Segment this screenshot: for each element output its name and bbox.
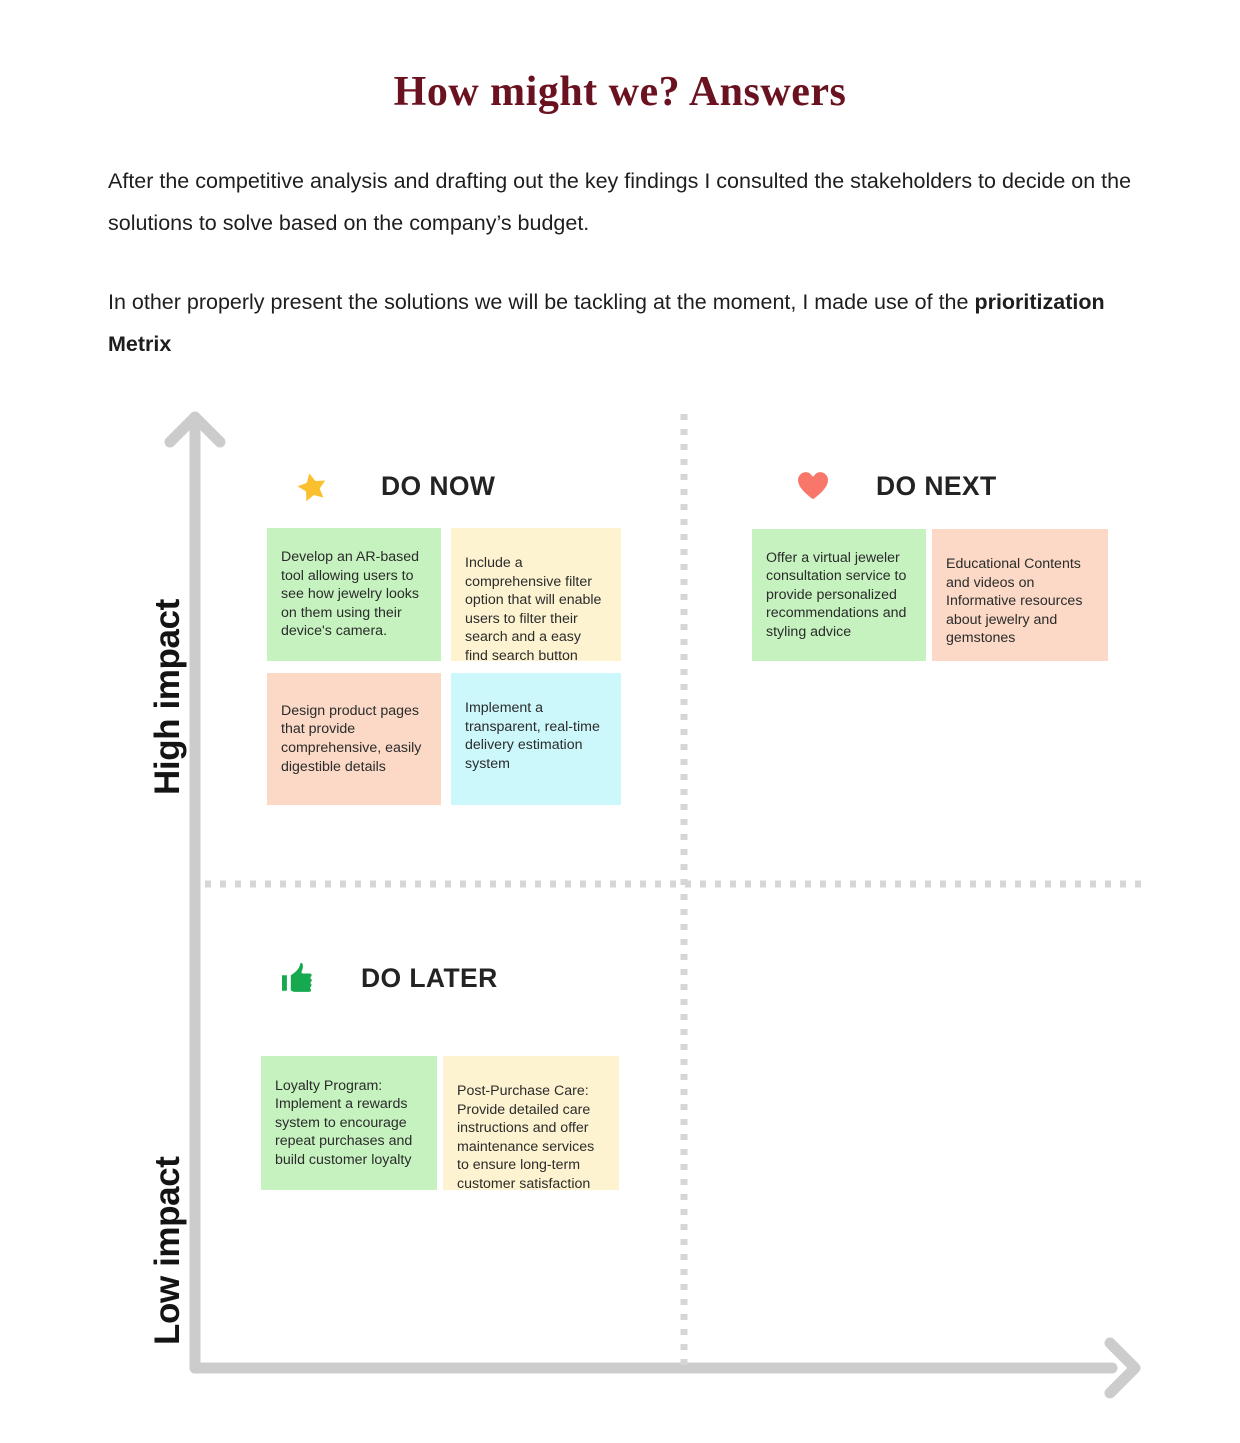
page-title: How might we? Answers: [393, 69, 847, 115]
sticky-card-product-pages[interactable]: Design product pages that provide compre…: [267, 673, 441, 805]
sticky-card-post-purchase-care[interactable]: Post-Purchase Care: Provide detailed car…: [443, 1056, 619, 1192]
sticky-card-text: Loyalty Program: Implement a rewards sys…: [275, 1077, 413, 1168]
sticky-card-text: Post-Purchase Care: Provide detailed car…: [457, 1083, 595, 1192]
quadrant-title-do-next: DO NEXT: [876, 470, 997, 501]
sticky-card-filter-option[interactable]: Include a comprehensive filter option th…: [451, 528, 621, 664]
sticky-card-delivery-estimation[interactable]: Implement a transparent, real-time deliv…: [451, 673, 621, 805]
quadrant-heading-do-next: DO NEXT: [793, 466, 997, 506]
quadrant-heading-do-later: DO LATER: [277, 958, 498, 998]
sticky-card-text: Develop an AR-based tool allowing users …: [281, 549, 420, 640]
intro-paragraph-2: In other properly present the solutions …: [108, 281, 1148, 365]
quadrant-title-do-now: DO NOW: [381, 470, 496, 501]
sticky-card-ar-tool[interactable]: Develop an AR-based tool allowing users …: [267, 528, 441, 661]
intro-paragraph-2-lead: In other properly present the solutions …: [108, 290, 975, 314]
y-axis-label-high-impact: High impact: [148, 599, 187, 795]
x-axis-arrow: [189, 1337, 1141, 1399]
intro-block: After the competitive analysis and draft…: [108, 160, 1148, 365]
sticky-card-text: Educational Contents and videos on Infor…: [946, 556, 1083, 647]
quadrant-heading-do-now: DO NOW: [292, 466, 495, 506]
intro-paragraph-1: After the competitive analysis and draft…: [108, 169, 1132, 235]
sticky-card-text: Include a comprehensive filter option th…: [465, 555, 602, 664]
sticky-card-virtual-jeweler[interactable]: Offer a virtual jeweler consultation ser…: [752, 529, 926, 661]
y-axis-label-low-impact: Low impact: [148, 1156, 187, 1345]
heart-icon: [795, 469, 831, 503]
sticky-card-loyalty-program[interactable]: Loyalty Program: Implement a rewards sys…: [261, 1056, 437, 1190]
sticky-card-educational-contents[interactable]: Educational Contents and videos on Infor…: [932, 529, 1108, 661]
sticky-card-text: Implement a transparent, real-time deliv…: [465, 700, 600, 772]
sticky-card-text: Offer a virtual jeweler consultation ser…: [766, 549, 907, 640]
intro-paragraph-2-emphasis: prioritization Metrix: [108, 290, 1105, 356]
thumbs-up-icon: [279, 960, 315, 995]
star-icon: [292, 468, 330, 506]
quadrant-title-do-later: DO LATER: [361, 962, 498, 993]
sticky-card-text: Design product pages that provide compre…: [281, 702, 422, 775]
